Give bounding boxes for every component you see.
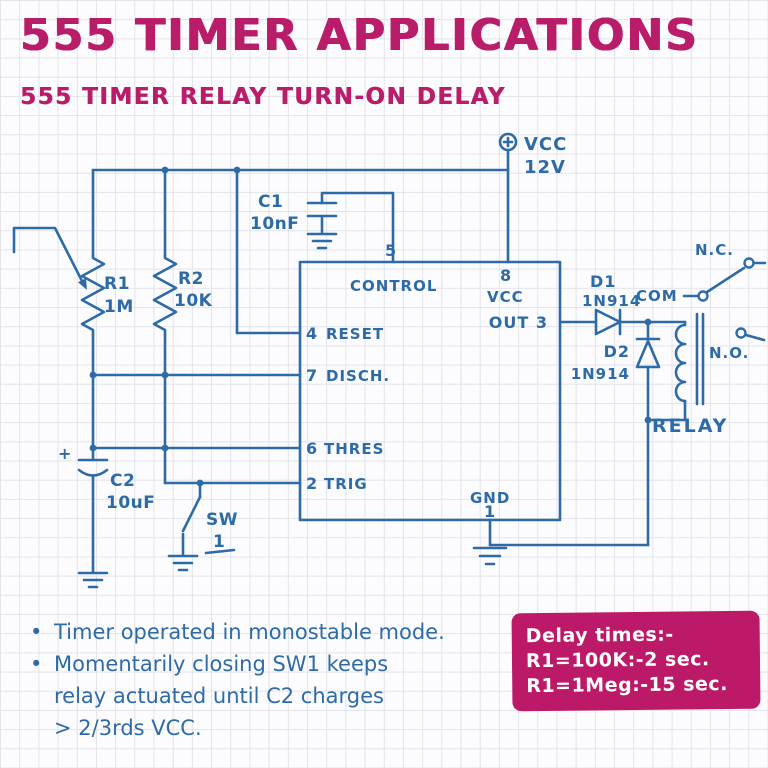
r1-value-label: 1M bbox=[104, 297, 134, 317]
junction-dots bbox=[89, 166, 652, 487]
r2-name-label: R2 bbox=[178, 269, 204, 289]
capacitor-c1-symbol bbox=[306, 201, 338, 250]
c1-name-label: C1 bbox=[258, 192, 283, 212]
vcc-terminal bbox=[498, 132, 518, 172]
page-subtitle: 555 TIMER RELAY TURN-ON DELAY bbox=[20, 84, 506, 110]
d2-value-label: 1N914 bbox=[571, 365, 630, 383]
pin4-number: 4 bbox=[306, 324, 318, 343]
pin2-label: TRIG bbox=[324, 475, 368, 493]
diode-d1-symbol bbox=[594, 308, 622, 336]
pin7-label: DISCH. bbox=[326, 367, 390, 385]
delay-times-box: Delay times:- R1=100K:-2 sec. R1=1Meg:-1… bbox=[511, 610, 761, 712]
c2-polarity-label: + bbox=[58, 444, 72, 463]
note-text: Timer operated in monostable mode. bbox=[54, 620, 445, 644]
no-contact-label: N.O. bbox=[709, 344, 749, 362]
relay-contacts-symbol bbox=[682, 257, 767, 342]
resistor-r1-symbol bbox=[12, 226, 106, 337]
note-line-3: relay actuated until C2 charges bbox=[30, 680, 505, 712]
pin6-label: THRES bbox=[324, 440, 384, 458]
pin8-label: VCC bbox=[487, 288, 524, 306]
d1-name-label: D1 bbox=[590, 272, 616, 291]
note-line-1: • Timer operated in monostable mode. bbox=[30, 616, 505, 648]
notes-list: • Timer operated in monostable mode. • M… bbox=[30, 616, 505, 744]
d1-value-label: 1N914 bbox=[582, 292, 641, 310]
delay-line-3: R1=1Meg:-15 sec. bbox=[526, 673, 728, 698]
diode-d2-symbol bbox=[635, 337, 661, 369]
gnd-number: 1 bbox=[484, 502, 496, 521]
pin8-number: 8 bbox=[500, 266, 512, 285]
note-line-4: > 2/3rds VCC. bbox=[30, 712, 505, 744]
r1-name-label: R1 bbox=[104, 274, 130, 294]
bullet-icon: • bbox=[30, 652, 43, 676]
com-contact-label: COM bbox=[636, 287, 678, 305]
resistor-r2-symbol bbox=[152, 253, 178, 337]
page-title: 555 TIMER APPLICATIONS bbox=[20, 10, 699, 61]
gnd-label: GND bbox=[470, 489, 510, 507]
pin4-label: RESET bbox=[326, 325, 384, 343]
capacitor-c2-symbol bbox=[77, 458, 109, 477]
vcc-value-label: 12V bbox=[524, 157, 566, 178]
switch-sw1-symbol bbox=[167, 481, 236, 572]
pin3-label: OUT 3 bbox=[489, 313, 548, 332]
ground-symbol-gnd bbox=[472, 546, 508, 566]
note-line-2: • Momentarily closing SW1 keeps bbox=[30, 648, 505, 680]
sw-name-label: SW bbox=[206, 510, 238, 530]
pin2-number: 2 bbox=[306, 474, 318, 493]
bullet-icon: • bbox=[30, 620, 43, 644]
d2-name-label: D2 bbox=[604, 342, 630, 361]
relay-label: RELAY bbox=[652, 415, 728, 437]
pin5-number: 5 bbox=[385, 241, 397, 260]
c2-value-label: 10uF bbox=[106, 493, 155, 513]
nc-contact-label: N.C. bbox=[695, 241, 734, 259]
circuit-wires bbox=[91, 168, 687, 574]
component-labels: VCC 12V C1 10nF R1 1M R2 10K + C2 10uF S… bbox=[58, 134, 749, 552]
vcc-label: VCC bbox=[524, 134, 567, 155]
r2-value-label: 10K bbox=[174, 291, 213, 311]
note-text: relay actuated until C2 charges bbox=[54, 684, 384, 708]
c1-value-label: 10nF bbox=[250, 214, 299, 234]
ground-symbol-c2 bbox=[77, 571, 109, 589]
pin5-label: CONTROL bbox=[350, 277, 437, 295]
ic-555-outline bbox=[298, 260, 562, 522]
pin6-number: 6 bbox=[306, 439, 318, 458]
c2-name-label: C2 bbox=[110, 471, 135, 491]
sw-number-label: 1 bbox=[213, 532, 225, 552]
pin7-number: 7 bbox=[306, 366, 318, 385]
note-text: > 2/3rds VCC. bbox=[54, 716, 202, 740]
delay-line-1: Delay times:- bbox=[525, 623, 674, 648]
delay-line-2: R1=100K:-2 sec. bbox=[525, 648, 710, 673]
note-text: Momentarily closing SW1 keeps bbox=[54, 652, 389, 676]
relay-coil-symbol bbox=[674, 312, 705, 406]
